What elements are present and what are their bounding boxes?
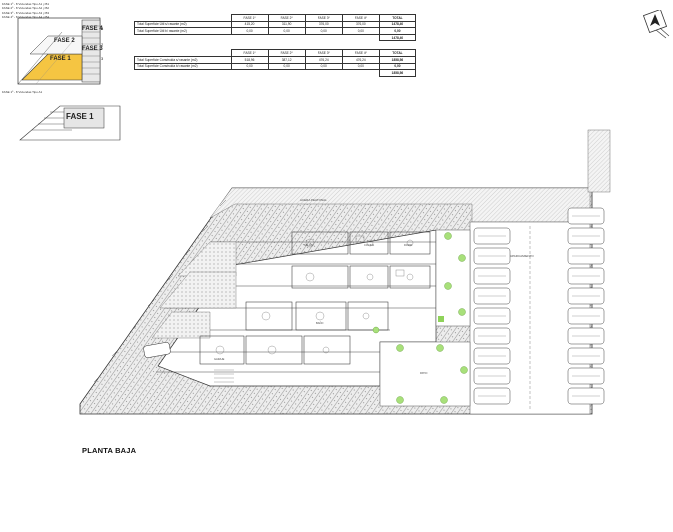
legend-row: FASE 2º - 8 Viviendas Tipo A2 y B2 [2, 6, 50, 11]
table2-row-label: Total Superficie Construida s/ rasante (… [134, 55, 232, 64]
table1-cell: 0,00 [341, 27, 380, 35]
table1-row-total: 0,00 [378, 27, 417, 35]
table2-row-label: Total Superficie Construida b/ rasante (… [134, 62, 232, 71]
table-row: Total Superficie Útil b/ rasante (m2) 0,… [134, 27, 417, 35]
keyplan-label-fase-3: FASE 3 [82, 46, 103, 52]
table2-header-total: TOTAL [378, 49, 417, 57]
room-label: BAÑO [316, 322, 324, 325]
table2-header-fase4: FASE 4º [341, 49, 380, 57]
room-label: COCINA [364, 244, 375, 247]
parking-label: APARCAMIENTO [510, 254, 534, 258]
table2-grand-total: 1858,56 [378, 69, 417, 77]
table2-header-fase1: FASE 1º [230, 49, 269, 57]
room-label: DORM. [404, 244, 413, 247]
table2-row-total: 1858,56 [378, 55, 417, 64]
key-plan: FASE 4 FASE 3 FASE 2 FASE 1 4 3 2 FASE 1 [2, 2, 122, 142]
surface-tables: FASE 1º FASE 2º FASE 3º FASE 4º TOTAL To… [134, 14, 417, 77]
table1-row-label: Total Superficie Útil s/ rasante (m2) [134, 20, 232, 29]
keyplan-label-fase-1: FASE 1 [50, 56, 71, 62]
north-arrow-icon [642, 10, 670, 39]
keyplan-num-2: 2 [101, 42, 104, 47]
table1-header-fase3: FASE 3º [304, 14, 343, 22]
room-label: GARAJE [214, 358, 225, 361]
legend-row: FASE 3º - 8 Viviendas Tipo A3 y B3 [2, 10, 50, 15]
table2-cell: 0,00 [341, 62, 380, 71]
ground-floor-plan [79, 129, 611, 415]
keyplan-detail-label: FASE 1 [66, 112, 94, 121]
table2-cell: 387,12 [267, 55, 306, 64]
table2-cell: 0,00 [267, 62, 306, 71]
street-label: ACERA PEATONAL [300, 198, 327, 202]
table1-row-total: 1478,40 [378, 20, 417, 29]
table1-header-total: TOTAL [378, 14, 417, 22]
table-row: Total Superficie Útil s/ rasante (m2) 41… [134, 20, 417, 29]
table1-header-fase1: FASE 1º [230, 14, 269, 22]
legend-row: FASE 4º - 8 Viviendas Tipo A4 y B4 [2, 15, 50, 20]
table1-cell: 0,00 [230, 27, 269, 35]
table1-header-fase2: FASE 2º [267, 14, 306, 22]
built-surface-table: FASE 1º FASE 2º FASE 3º FASE 4º TOTAL To… [134, 49, 417, 77]
keyplan-label-fase-2: FASE 2 [54, 38, 75, 44]
phase-note: FASE 1º - 8 Viviendas Tipo A1 [2, 90, 43, 94]
table1-header-fase4: FASE 4º [341, 14, 380, 22]
table2-cell: 476,24 [341, 55, 380, 64]
table2-row-total: 0,00 [378, 62, 417, 71]
table2-header-fase2: FASE 2º [267, 49, 306, 57]
table1-grand-total: 1478,40 [378, 33, 417, 42]
room-label: SALÓN [304, 244, 313, 247]
plan-title: PLANTA BAJA [82, 446, 137, 455]
key-plan-drawing [17, 17, 121, 141]
keyplan-num-3: 3 [101, 56, 104, 61]
table2-cell: 0,00 [304, 62, 343, 71]
table1-cell: 376,00 [304, 20, 343, 29]
table1-cell: 0,00 [267, 27, 306, 35]
table1-cell: 376,00 [341, 20, 380, 29]
table2-cell: 476,24 [304, 55, 343, 64]
table-row: Total Superficie Construida s/ rasante (… [134, 55, 417, 64]
table1-cell: 311,90 [267, 20, 306, 29]
table1-cell: 0,00 [304, 27, 343, 35]
table1-cell: 415,20 [230, 20, 269, 29]
table1-row-label: Total Superficie Útil b/ rasante (m2) [134, 27, 232, 35]
table2-cell: 0,00 [230, 62, 269, 71]
phase-legend: FASE 1º - 8 Viviendas Tipo A1 y B1 FASE … [2, 2, 122, 20]
legend-row: FASE 1º - 8 Viviendas Tipo A1 y B1 [2, 2, 50, 6]
keyplan-num-4: 4 [101, 26, 104, 31]
table2-cell: 518,96 [230, 55, 269, 64]
room-label: PATIO [420, 372, 428, 375]
table2-header-fase3: FASE 3º [304, 49, 343, 57]
table-row: Total Superficie Construida b/ rasante (… [134, 62, 417, 71]
useful-surface-table: FASE 1º FASE 2º FASE 3º FASE 4º TOTAL To… [134, 14, 417, 42]
keyplan-label-fase-4: FASE 4 [82, 26, 103, 32]
